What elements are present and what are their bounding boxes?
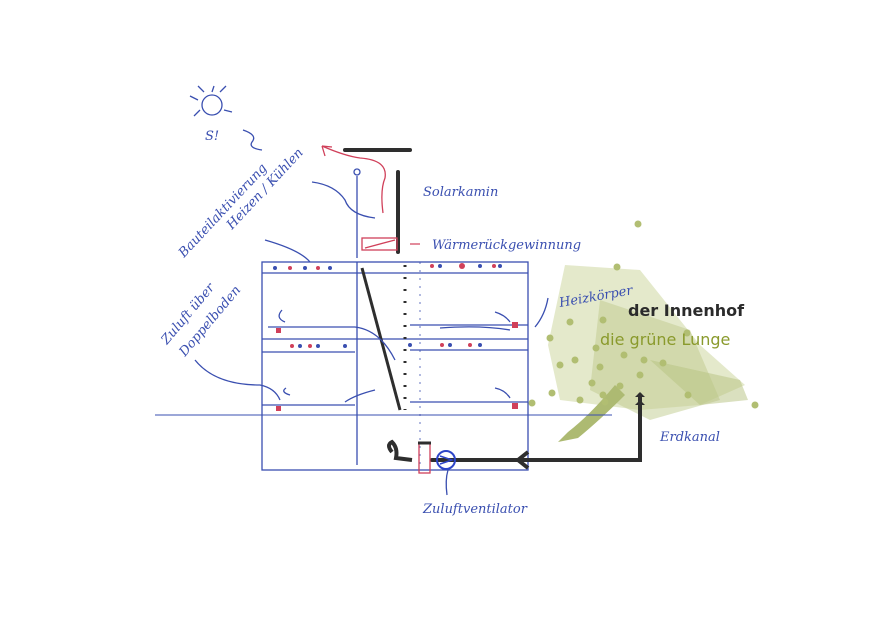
earth-duct — [430, 393, 642, 462]
courtyard-trees — [528, 220, 759, 409]
component-activation-label: Bauteilaktivierung — [175, 161, 270, 261]
courtyard-airflow-arrow — [558, 385, 625, 442]
solar-chimney-label: Solarkamin — [423, 185, 498, 200]
inclined-glazing — [360, 267, 402, 411]
exhaust-air-arrow — [321, 145, 386, 214]
sun-ray-arrow — [242, 129, 263, 151]
courtyard-greenery — [528, 220, 759, 442]
heat-recovery-label: Wärmerückgewinnung — [432, 238, 581, 253]
courtyard-subtitle: die grüne Lunge — [600, 330, 730, 349]
sun-note: S! — [205, 129, 219, 144]
heat-recovery-unit — [361, 237, 398, 251]
courtyard-title: der Innenhof — [628, 301, 745, 320]
earth-duct-label: Erdkanal — [659, 430, 720, 445]
supply-fan-icon — [436, 450, 456, 470]
leader-line — [311, 181, 376, 219]
sun-icon — [189, 85, 233, 117]
supply-fan-label: Zuluftventilator — [422, 502, 528, 517]
building-section — [261, 261, 529, 471]
sensor-icon — [353, 168, 361, 176]
